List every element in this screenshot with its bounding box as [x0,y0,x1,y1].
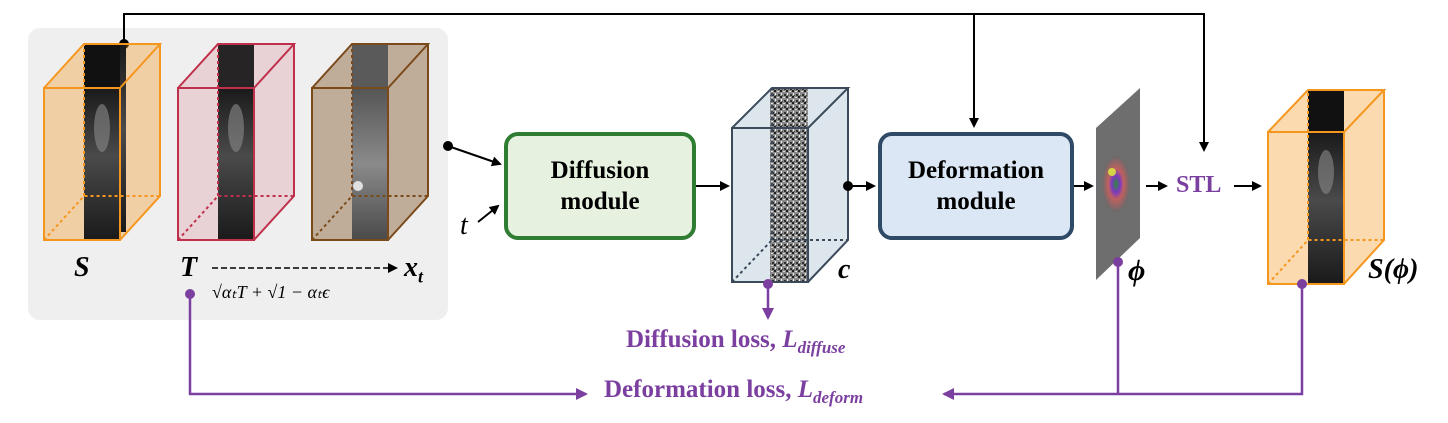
deformation-loss-label: Deformation loss, Ldeform [604,376,863,408]
diffusion-loss-label: Diffusion loss, Ldiffuse [626,326,845,358]
latent-label: c [838,254,851,285]
latent-to-deformation-arrow [843,181,876,191]
noisy-label-main: x [404,252,418,283]
deformation-module-line2: module [936,188,1016,215]
deformation-loss-symbol: L [797,376,814,403]
time-label: t [460,210,468,241]
noise-formula: √αₜT + √1 − αₜϵ [212,282,330,302]
output-label: S(ϕ) [1368,254,1419,285]
diffusion-loss-symbol: L [782,326,798,353]
noisy-label: xt [404,252,423,288]
diffusion-module-line1: Diffusion [550,157,650,184]
noisy-label-subscript: t [418,266,424,287]
latent-volume [731,87,851,283]
output-volume [1267,89,1387,285]
deformation-loss-subscript: deform [813,388,864,407]
field-label: ϕ [1128,254,1146,287]
input-arrows [443,141,502,223]
target-label: T [180,252,198,283]
source-label: S [74,252,90,283]
diffusion-loss-subscript: diffuse [797,338,846,357]
deformation-module-line1: Deformation [907,157,1045,184]
stl-label: STL [1176,172,1222,198]
diffusion-module-line2: module [560,188,640,215]
noisy-volume [311,43,431,241]
diffusion-loss-arrow [762,279,774,320]
deformation-loss-text: Deformation loss, [604,376,798,403]
deformation-loss-arrows [185,257,1307,400]
source-volume [43,43,163,241]
deformation-field [1096,88,1140,280]
diffusion-loss-text: Diffusion loss, [626,326,783,353]
diffusion-module: Diffusion module [504,132,696,240]
target-volume [177,43,297,241]
deformation-module: Deformation module [878,132,1074,240]
